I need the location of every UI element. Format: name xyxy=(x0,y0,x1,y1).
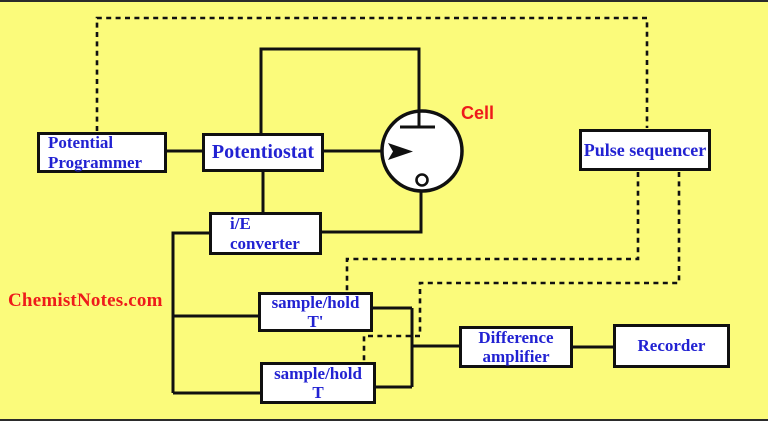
dashed-wire-pulse-sequencer-to-sample-hold-t xyxy=(362,172,681,361)
watermark-text: ChemistNotes.com xyxy=(8,290,163,311)
node-sample-hold-t-prime: sample/hold T' xyxy=(258,292,373,332)
node-pulse-sequencer: Pulse sequencer xyxy=(579,129,711,171)
node-label: i/E xyxy=(230,214,251,234)
node-label: amplifier xyxy=(482,347,550,366)
node-label: Programmer xyxy=(48,152,143,172)
node-label: T xyxy=(312,383,324,402)
node-label: sample/hold xyxy=(274,363,362,383)
node-label: T' xyxy=(307,312,324,331)
node-label: Potential xyxy=(48,133,114,153)
cell-drop-electrode-circle xyxy=(415,173,429,187)
cell-symbol xyxy=(380,109,464,193)
node-label: Recorder xyxy=(637,336,706,356)
node-label: converter xyxy=(230,233,300,253)
image-bottom-edge xyxy=(0,419,768,421)
node-label: sample/hold xyxy=(271,292,360,312)
cell-label: Cell xyxy=(461,103,495,123)
dashed-wire-programmer-to-pulse-sequencer xyxy=(95,16,649,131)
cell-body-circle xyxy=(380,109,464,193)
wire-cell-bottom-to-ie-converter xyxy=(322,186,423,234)
cell-input-arrow-icon xyxy=(388,143,413,160)
node-sample-hold-t: sample/hold T xyxy=(260,362,376,404)
node-potential-programmer: Potential Programmer xyxy=(37,132,167,173)
image-top-edge xyxy=(0,0,768,2)
node-label: Potentiostat xyxy=(211,141,315,164)
node-ie-converter: i/E converter xyxy=(209,212,322,255)
node-label: Pulse sequencer xyxy=(583,139,707,160)
node-label: Difference xyxy=(478,327,554,347)
node-potentiostat: Potentiostat xyxy=(202,133,324,172)
node-difference-amplifier: Difference amplifier xyxy=(459,326,573,368)
wire-potentiostat-top-to-cell-electrode xyxy=(259,47,421,133)
wire-ie-converter-bus xyxy=(171,231,209,393)
node-recorder: Recorder xyxy=(613,324,730,368)
